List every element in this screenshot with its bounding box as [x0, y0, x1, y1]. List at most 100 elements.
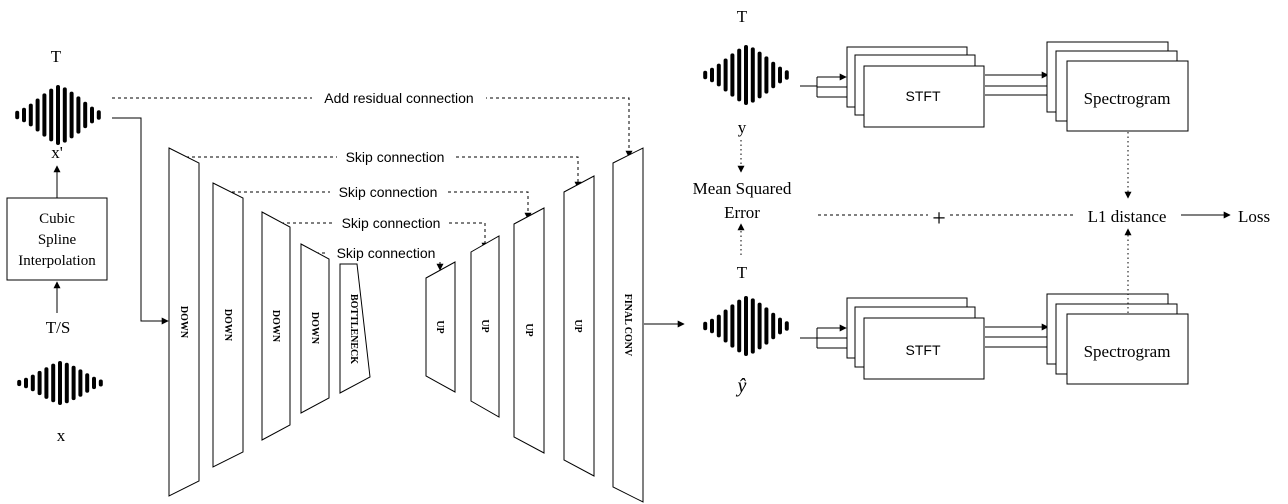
waveform-bar: [764, 56, 769, 94]
skip-label-1: Skip connection: [346, 149, 445, 165]
down-block-1: [168, 147, 200, 497]
loss-label: Loss: [1238, 207, 1270, 226]
interp-line-2: Spline: [38, 232, 77, 248]
waveform-bar: [30, 374, 35, 392]
waveform-bar: [784, 321, 789, 331]
waveform-bar: [78, 369, 83, 397]
spectrogram-top-box: [1066, 60, 1189, 132]
waveform-bar: [58, 361, 62, 405]
y-hat-label: ŷ: [736, 375, 747, 397]
down-label-1: DOWN: [178, 306, 189, 339]
up-block-2: [470, 235, 500, 418]
waveform-bar: [730, 53, 735, 97]
waveform-bar: [723, 58, 728, 92]
skip-connection-2: [226, 191, 532, 220]
skip-label-4: Skip connection: [337, 245, 436, 261]
waveform-bar: [744, 45, 748, 105]
target-length-label: T: [737, 7, 748, 26]
input-to-unet-arrow: [112, 117, 169, 325]
waveform-bar: [28, 103, 33, 127]
waveform-bar: [64, 362, 69, 404]
y-label: y: [738, 118, 747, 137]
waveform-x-prime: [15, 85, 101, 145]
up-label-3: UP: [523, 323, 534, 336]
waveform-x: [17, 361, 103, 405]
down-block-4: [300, 243, 330, 414]
final-conv-block: [612, 147, 644, 503]
down-label-3: DOWN: [270, 310, 281, 343]
waveform-bar: [750, 47, 755, 103]
waveform-bar: [778, 66, 782, 84]
waveform-bar: [730, 304, 735, 348]
waveform-bar: [778, 317, 782, 335]
waveform-bar: [37, 370, 42, 396]
skip-label-3: Skip connection: [342, 215, 441, 231]
waveform-bar: [35, 98, 40, 132]
waveform-bar: [49, 88, 54, 142]
waveform-y-hat: [703, 296, 789, 356]
waveform-bar: [716, 314, 721, 338]
up-block-1: [425, 261, 456, 393]
waveform-bar: [51, 363, 56, 403]
down-label-4: DOWN: [309, 312, 320, 345]
down-block-2: [212, 182, 244, 468]
waveform-bar: [42, 93, 47, 137]
waveform-bar: [76, 96, 81, 134]
stft-bottom-label: STFT: [906, 342, 941, 358]
waveform-bar: [703, 70, 708, 80]
residual-connection-line: [112, 97, 633, 158]
pred-length-label: T: [737, 263, 748, 282]
mse-line-2: Error: [724, 203, 760, 222]
down-block-3: [261, 211, 291, 441]
waveform-bar: [22, 107, 26, 123]
up-block-4: [563, 175, 595, 477]
interp-line-3: Interpolation: [18, 253, 96, 269]
waveform-bar: [85, 373, 90, 393]
waveform-bar: [737, 48, 742, 102]
waveform-bar: [750, 298, 755, 354]
waveform-bar: [90, 106, 94, 124]
waveform-bar: [71, 365, 76, 401]
waveform-bar: [15, 110, 20, 120]
down-label-2: DOWN: [222, 309, 233, 342]
cubic-spline-box: [6, 197, 108, 281]
waveform-bar: [69, 91, 74, 139]
waveform-bar: [784, 70, 789, 80]
waveform-bar: [703, 321, 708, 331]
interp-line-1: Cubic: [39, 211, 75, 227]
mse-line-1: Mean Squared: [693, 179, 792, 198]
stft-bottom-box: [863, 317, 985, 380]
spectrogram-bottom-label: Spectrogram: [1084, 342, 1171, 361]
waveform-bar: [716, 63, 721, 87]
waveform-bar: [17, 379, 22, 387]
input-length-bottom: T/S: [46, 318, 71, 337]
bottleneck-block: [339, 263, 371, 394]
waveform-bar: [737, 299, 742, 353]
waveform-bar: [764, 307, 769, 345]
x-prime-label: x': [51, 143, 63, 162]
waveform-bar: [98, 379, 103, 387]
spectrogram-bottom-box: [1066, 313, 1189, 385]
up-label-2: UP: [479, 319, 490, 332]
x-label: x: [57, 426, 66, 445]
waveform-bar: [83, 101, 88, 129]
waveform-bar: [744, 296, 748, 356]
residual-label: Add residual connection: [324, 90, 473, 106]
waveform-bar: [771, 61, 776, 89]
up-label-4: UP: [572, 319, 583, 332]
waveform-bar: [56, 85, 60, 145]
waveform-y: [703, 45, 789, 105]
up-block-3: [513, 207, 545, 454]
waveform-bar: [92, 376, 96, 390]
waveform-bar: [62, 87, 67, 143]
skip-connection-3: [275, 222, 489, 250]
spectrogram-top-label: Spectrogram: [1084, 89, 1171, 108]
bottleneck-label: BOTTLENECK: [348, 294, 359, 364]
waveform-bar: [96, 110, 101, 120]
waveform-bar: [757, 51, 762, 99]
stft-top-box: [863, 65, 985, 128]
skip-label-2: Skip connection: [339, 184, 438, 200]
plus-sign: +: [932, 206, 946, 232]
waveform-bar: [44, 367, 49, 399]
